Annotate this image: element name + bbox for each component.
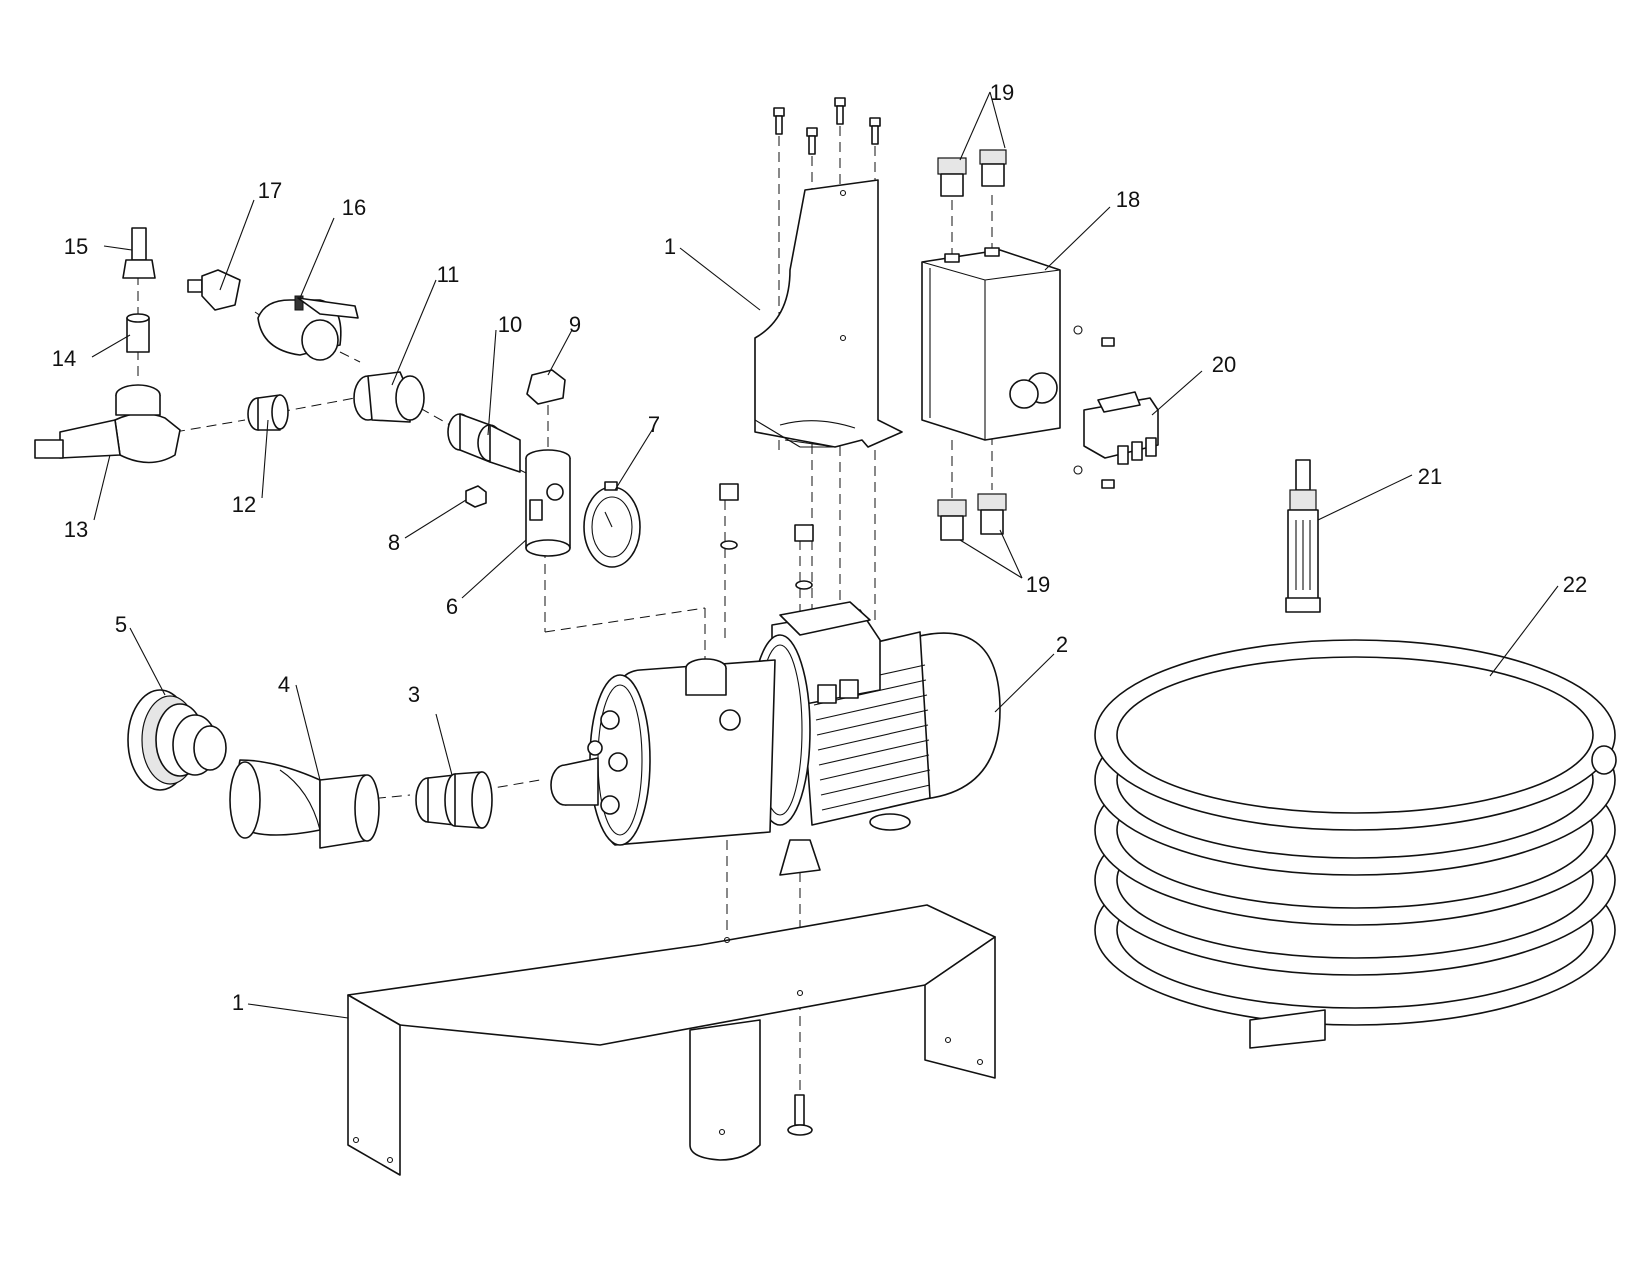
callout-19-bottom: 19 (1026, 572, 1050, 597)
nipple-part-14 (126, 313, 150, 353)
plug-part-8 (465, 485, 487, 508)
callout-20: 20 (1212, 352, 1236, 377)
valve-part-13 (34, 384, 181, 464)
callout-1-base: 1 (232, 990, 244, 1015)
callout-12: 12 (232, 492, 256, 517)
callout-3: 3 (408, 682, 420, 707)
callout-4: 4 (278, 672, 290, 697)
callout-21: 21 (1418, 464, 1442, 489)
union-part-5 (127, 689, 227, 791)
callout-7: 7 (648, 412, 660, 437)
pump-motor-part-2 (550, 483, 1001, 876)
callout-labels: 1 1 2 3 4 5 6 7 8 9 10 11 12 13 14 15 16… (52, 80, 1587, 1015)
callout-11: 11 (437, 262, 460, 287)
cable-glands-part-19 (937, 149, 1007, 541)
callout-14: 14 (52, 346, 76, 371)
elbow-part-4 (229, 759, 380, 849)
tee-fitting-part-6 (525, 449, 571, 557)
callout-16: 16 (342, 195, 366, 220)
callout-17: 17 (258, 178, 282, 203)
nipple-part-10 (447, 413, 521, 473)
callout-19-top: 19 (990, 80, 1014, 105)
callout-18: 18 (1116, 187, 1140, 212)
base-plate-part-1 (347, 904, 996, 1176)
motor-bracket-part-1 (754, 179, 903, 448)
suction-filter-part-21 (1285, 459, 1321, 613)
hose-barb-part-15 (122, 227, 156, 279)
callout-5: 5 (115, 612, 127, 637)
control-box-part-18 (921, 247, 1115, 441)
callout-8: 8 (388, 530, 400, 555)
callout-9: 9 (569, 312, 581, 337)
callout-15: 15 (64, 234, 88, 259)
elbow-part-11 (353, 371, 425, 423)
nipple-part-3 (415, 771, 493, 829)
cap-part-9 (526, 369, 566, 405)
callout-13: 13 (64, 517, 88, 542)
relay-part-20 (1073, 391, 1159, 489)
leader-lines (91, 91, 1559, 1019)
hose-coil-part-22 (1094, 639, 1617, 1049)
callout-2: 2 (1056, 632, 1068, 657)
callout-22: 22 (1563, 572, 1587, 597)
callout-6: 6 (446, 594, 458, 619)
hose-connector-part-17 (187, 269, 241, 311)
bracket-screws (773, 97, 881, 155)
callout-10: 10 (498, 312, 522, 337)
callout-1-bracket: 1 (664, 234, 676, 259)
reducer-part-12 (247, 394, 289, 431)
pressure-gauge-part-7 (583, 481, 641, 568)
ball-valve-part-16 (257, 295, 359, 361)
